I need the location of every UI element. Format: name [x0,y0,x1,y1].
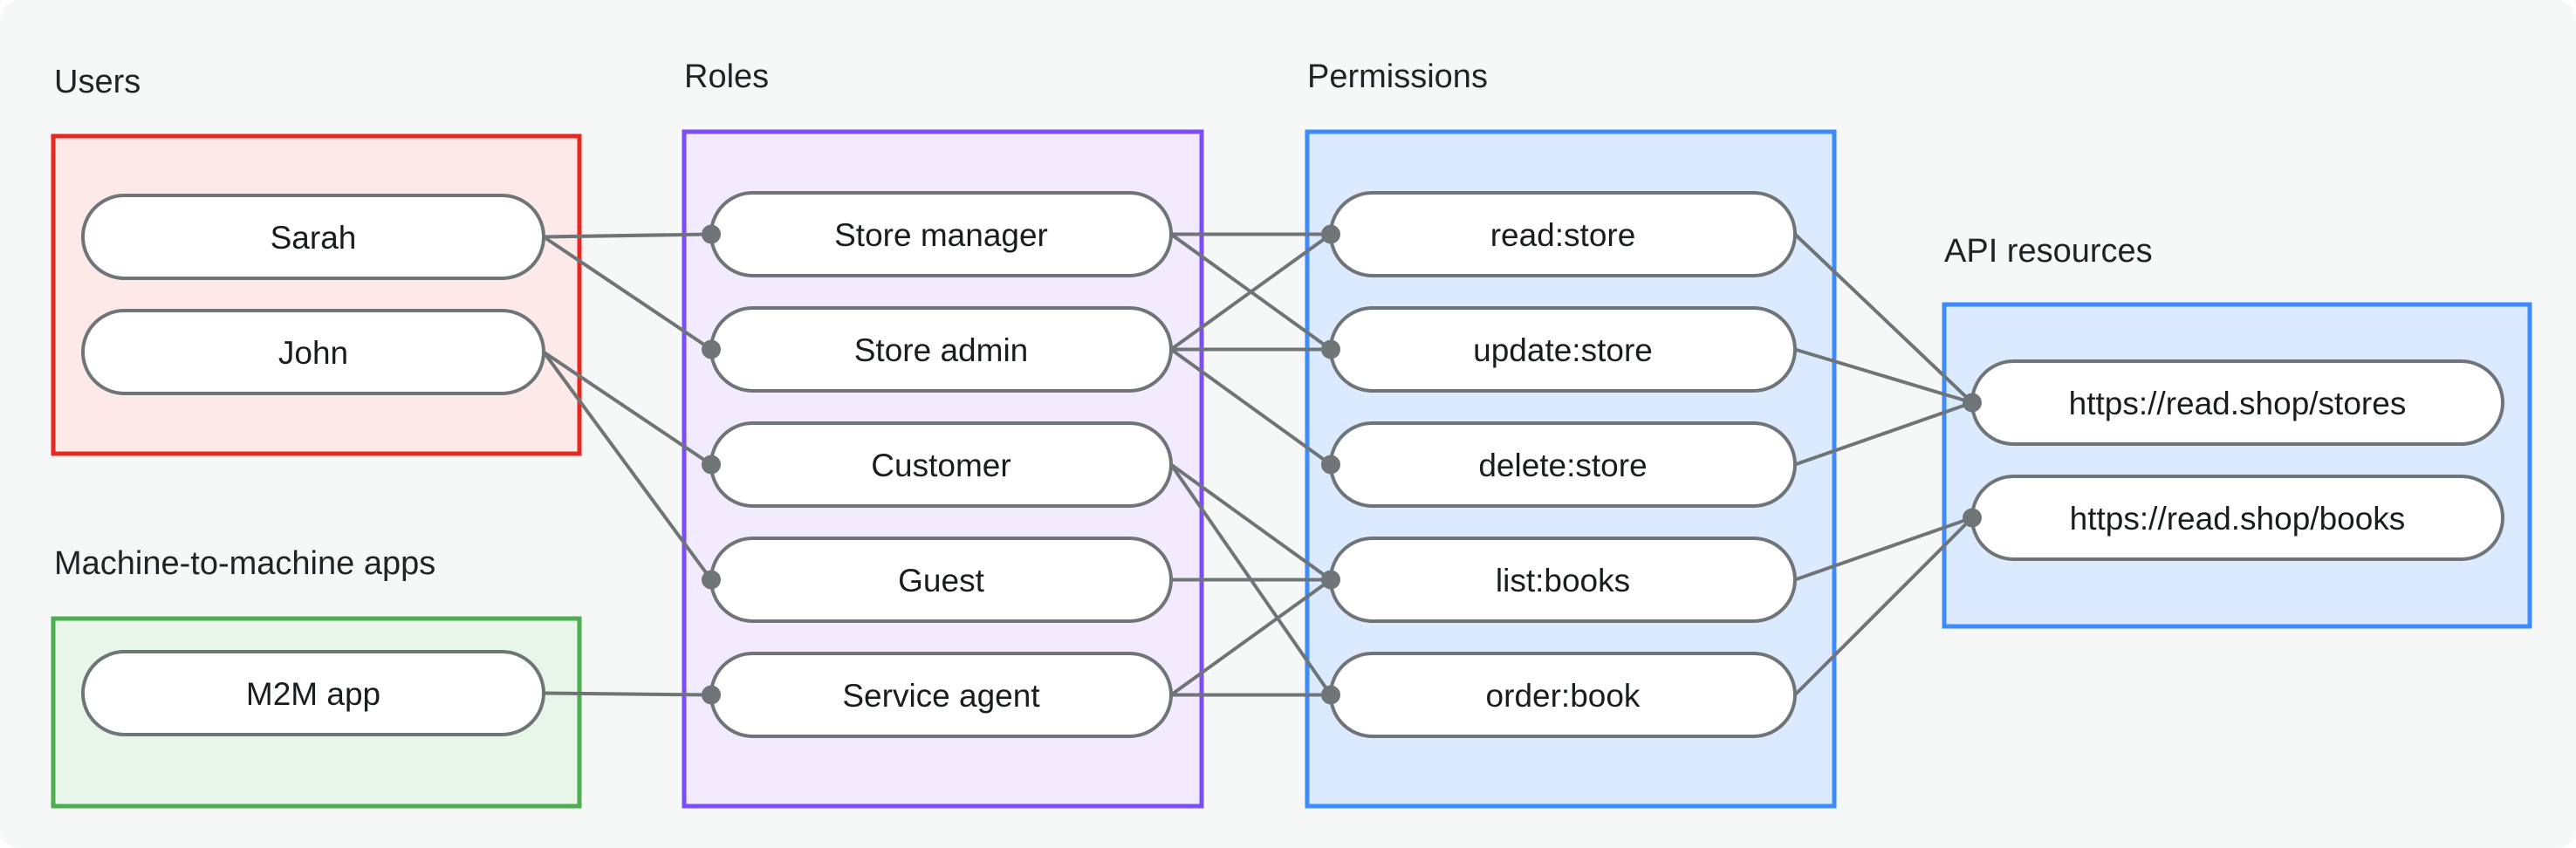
edge-sarah-to-store_admin [542,235,713,352]
node-pill-sarah [81,194,545,280]
node-api_stores[interactable]: https://read.shop/stores [1970,359,2504,446]
node-store_admin[interactable]: Store admin [709,306,1173,393]
group-label-users: Users [54,64,140,100]
group-label-roles: Roles [684,58,769,95]
group-box-api [1942,302,2532,629]
edge-lines [542,232,1974,697]
port-dot-service_agent [702,685,721,705]
node-label-store_admin: Store admin [854,332,1029,368]
node-label-api_stores: https://read.shop/stores [2069,386,2407,421]
node-read_store[interactable]: read:store [1329,191,1797,277]
port-dot-order_book [1321,685,1340,705]
port-dot-list_books [1321,570,1340,590]
port-dot-guest [702,570,721,590]
node-label-store_manager: Store manager [834,217,1048,253]
edge-list_books-to-api_books [1794,516,1973,582]
node-john[interactable]: John [81,309,545,395]
node-api_books[interactable]: https://read.shop/books [1970,475,2504,561]
node-label-john: John [278,335,348,371]
node-label-update_store: update:store [1473,332,1653,368]
node-store_manager[interactable]: Store manager [709,191,1173,277]
edge-service_agent-to-list_books [1169,578,1333,697]
port-dot-delete_store [1321,455,1340,475]
port-dot-store_admin [702,339,721,359]
node-label-sarah: Sarah [271,220,357,256]
port-dot-store_manager [702,224,721,244]
edge-store_admin-to-delete_store [1169,347,1333,467]
port-dot-read_store [1321,224,1340,244]
node-label-list_books: list:books [1496,563,1630,598]
port-dots [702,224,1982,705]
group-label-m2m: Machine-to-machine apps [54,545,435,582]
node-delete_store[interactable]: delete:store [1329,421,1797,508]
node-m2mapp[interactable]: M2M app [81,650,545,736]
edge-sarah-to-store_manager [543,232,712,239]
node-label-api_books: https://read.shop/books [2070,501,2406,537]
node-pill-john [81,309,545,395]
edge-delete_store-to-api_stores [1794,400,1973,467]
edge-m2mapp-to-service_agent [543,691,712,697]
edge-order_book-to-api_books [1793,516,1974,696]
node-label-service_agent: Service agent [842,678,1040,714]
node-label-guest: Guest [898,563,984,598]
node-guest[interactable]: Guest [709,537,1173,623]
edge-update_store-to-api_stores [1794,347,1973,405]
node-update_store[interactable]: update:store [1329,306,1797,393]
node-customer[interactable]: Customer [709,421,1173,508]
port-dot-update_store [1321,339,1340,359]
edge-john-to-guest [542,351,713,581]
node-service_agent[interactable]: Service agent [709,652,1173,738]
group-label-permissions: Permissions [1307,58,1488,95]
edge-read_store-to-api_stores [1793,233,1974,404]
node-label-customer: Customer [871,448,1011,483]
edge-customer-to-list_books [1169,462,1333,582]
node-label-delete_store: delete:store [1478,448,1647,483]
edge-john-to-customer [542,350,713,467]
group-label-api: API resources [1944,233,2153,270]
port-dot-api_stores [1963,393,1982,413]
node-label-read_store: read:store [1490,217,1636,253]
node-list_books[interactable]: list:books [1329,537,1797,623]
node-pill-m2mapp [81,650,545,736]
port-dot-customer [702,455,721,475]
node-label-m2mapp: M2M app [246,676,380,712]
node-order_book[interactable]: order:book [1329,652,1797,738]
port-dot-api_books [1963,508,1982,528]
group-box-users [51,133,582,456]
node-sarah[interactable]: Sarah [81,194,545,280]
node-label-order_book: order:book [1486,678,1641,714]
edge-store_admin-to-read_store [1169,232,1333,352]
